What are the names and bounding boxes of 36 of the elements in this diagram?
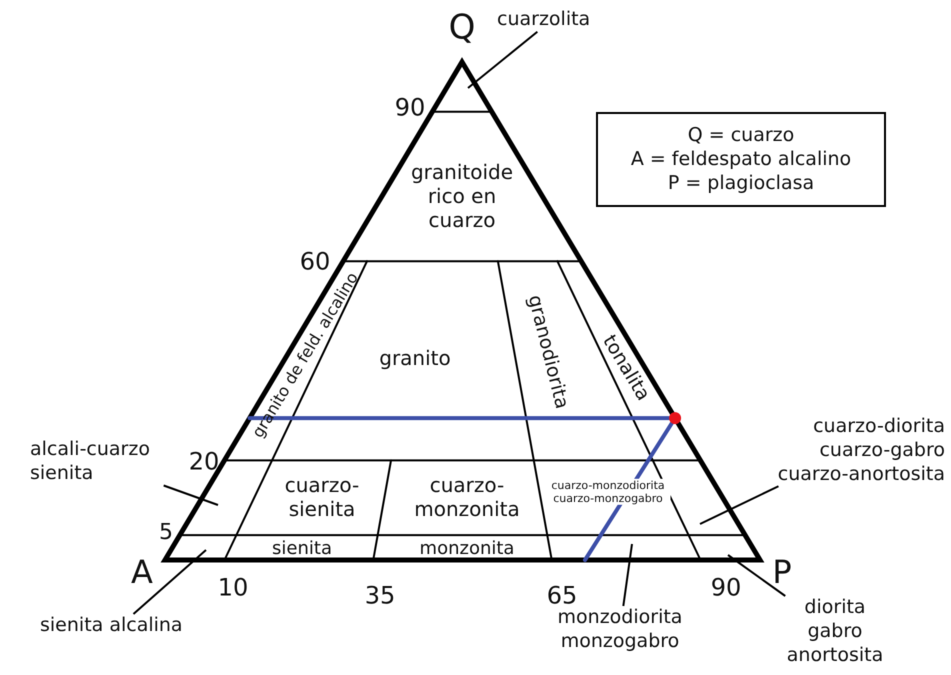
legend-box	[596, 112, 886, 208]
rock-name-label: gabro	[806, 620, 864, 644]
rock-name-label: cuarzo-gabro	[818, 438, 945, 462]
legend-text: A = feldespato alcalino	[630, 148, 852, 172]
vertex-label: P	[772, 552, 792, 592]
leader-line	[727, 554, 786, 597]
rock-name-label: cuarzo-diorita	[812, 415, 945, 439]
rock-name-label: alcali-cuarzo sienita	[30, 438, 151, 486]
rock-name-label: sienita alcalina	[40, 614, 184, 638]
vertex-label: A	[131, 552, 153, 592]
legend-text: Q = cuarzo	[686, 124, 796, 148]
field-label: cuarzo- sienita	[284, 473, 360, 521]
rock-name-label: cuarzo-anortosita	[776, 462, 945, 486]
axis-tick-label: 20	[188, 448, 220, 476]
rock-name-label: diorita	[803, 596, 867, 620]
leader-line	[467, 30, 538, 89]
axis-tick-label: 90	[710, 574, 742, 602]
field-label: granito	[379, 346, 451, 370]
axis-tick-label: 10	[218, 574, 248, 602]
field-label: granitoide rico en cuarzo	[410, 160, 514, 232]
vertex-label: Q	[448, 8, 476, 48]
leader-line	[132, 549, 207, 615]
field-label: monzonita	[420, 538, 514, 560]
rock-name-label: monzogabro	[560, 630, 680, 654]
legend-text: P = plagioclasa	[666, 172, 816, 196]
axis-tick-label: 35	[364, 582, 396, 610]
axis-tick-label: 90	[394, 94, 426, 122]
axis-tick-label: 60	[300, 248, 330, 276]
leader-line	[700, 485, 779, 525]
field-label: cuarzo- monzonita	[413, 473, 521, 521]
leader-line	[622, 544, 633, 606]
rock-name-label: anortosita	[786, 644, 884, 668]
axis-tick-label: 5	[159, 520, 173, 546]
field-label: sienita	[272, 538, 332, 560]
rock-name-label: cuarzolita	[497, 8, 592, 32]
leader-line	[163, 484, 218, 506]
